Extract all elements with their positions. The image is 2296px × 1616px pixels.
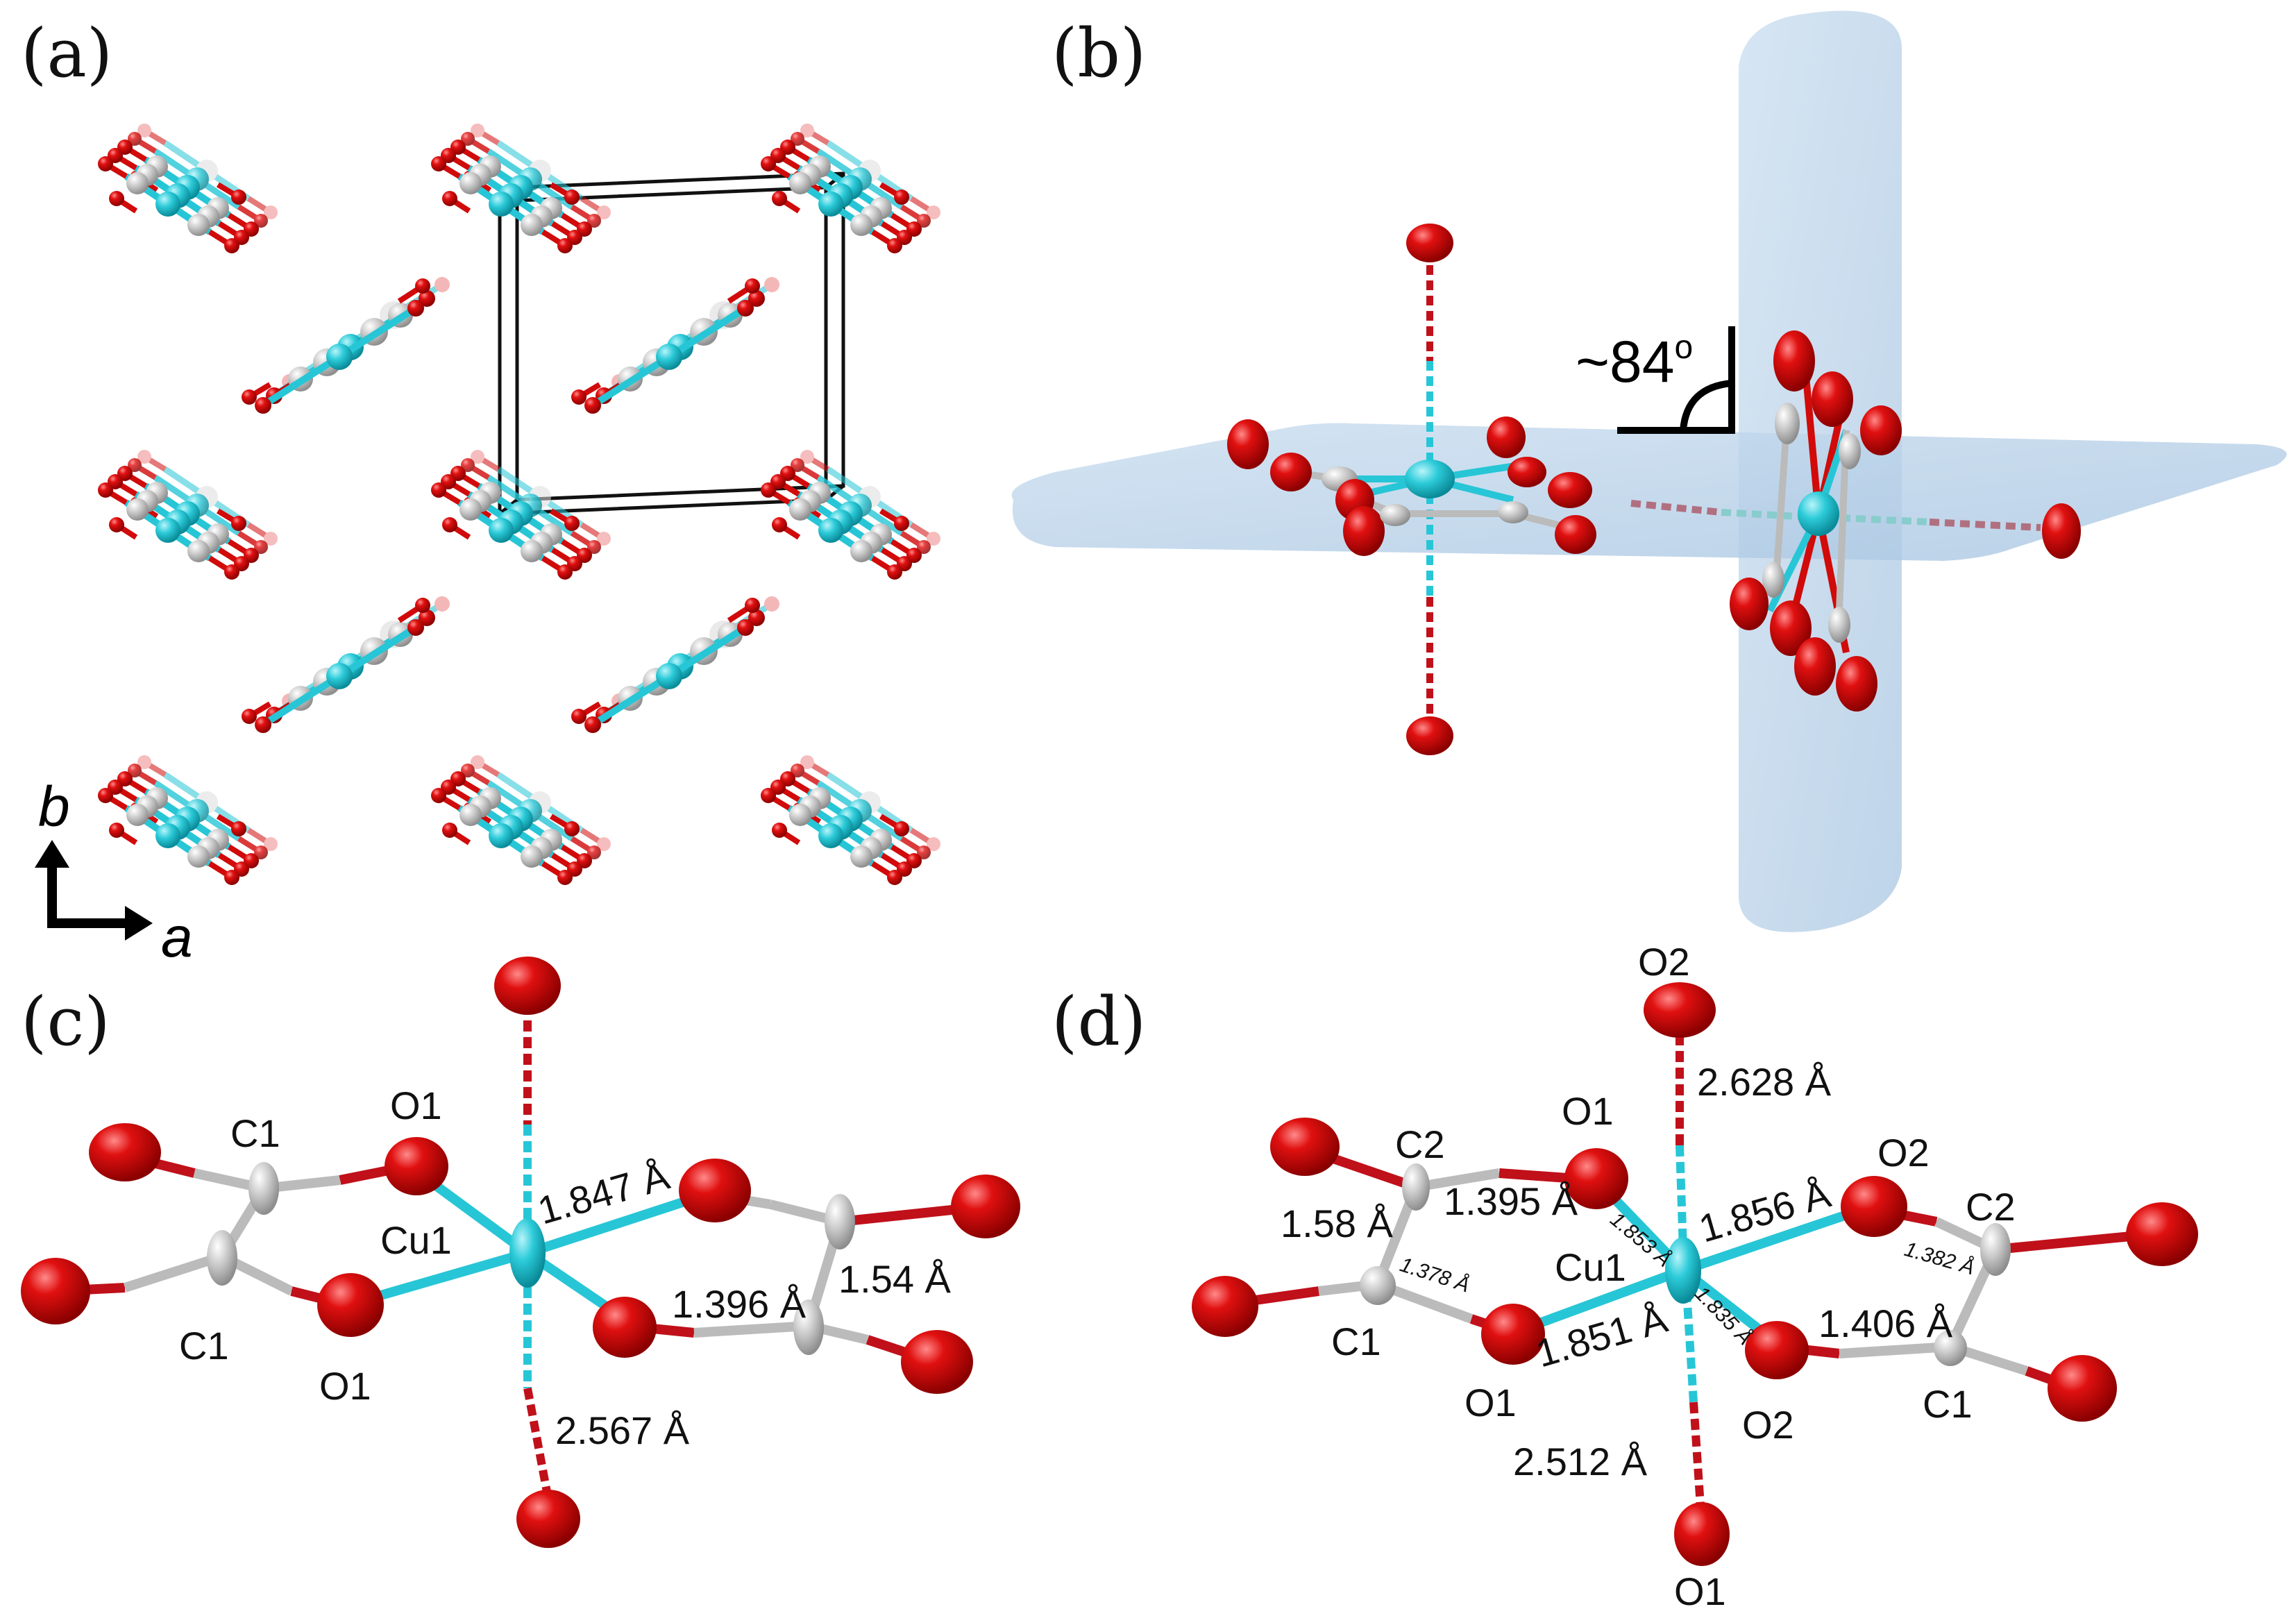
molecule-stack: [571, 596, 779, 733]
atom-label-cu1: Cu1: [1555, 1245, 1626, 1289]
molecule-stack: [431, 450, 611, 580]
molecule-stack: [571, 277, 779, 414]
atom-label-c2: C2: [1966, 1185, 2016, 1229]
panel-c: (c): [21, 957, 1020, 1548]
molecule-stack: [98, 124, 278, 253]
distance-label: 1.395 Å: [1444, 1179, 1578, 1223]
atom-label-c1: C1: [1331, 1320, 1381, 1363]
atom-label-o2: O2: [1742, 1403, 1794, 1447]
molecule-c: [21, 957, 1020, 1548]
molecule-stack: [431, 124, 611, 253]
molecule-stack: [242, 277, 450, 414]
axis-indicator: b a: [35, 775, 193, 969]
distance-label: 1.396 Å: [672, 1282, 807, 1326]
panel-b: (b): [1011, 10, 2287, 932]
molecule-d: [1192, 982, 2198, 1566]
atom-label-o1: O1: [319, 1364, 371, 1408]
atom-label-o2: O2: [1638, 940, 1690, 984]
atom-label-c1: C1: [230, 1111, 280, 1155]
distance-label: 1.847 Å: [533, 1154, 675, 1233]
angle-label: ~84o: [1576, 329, 1693, 394]
right-complex: [1730, 330, 1902, 712]
atom-label-o1: O1: [1464, 1381, 1517, 1424]
atom-label-c2: C2: [1395, 1122, 1445, 1166]
distance-label: 1.851 Å: [1531, 1297, 1673, 1376]
molecule-stack: [761, 450, 940, 580]
atom-label-cu1: Cu1: [380, 1218, 452, 1262]
distance-label: 1.382 Å: [1902, 1238, 1977, 1279]
panel-d-label: (d): [1052, 983, 1146, 1061]
distance-label: 2.512 Å: [1513, 1440, 1648, 1483]
left-complex: [1227, 224, 1596, 755]
molecule-stack: [98, 755, 278, 885]
angle-marker: ~84o: [1576, 326, 1735, 434]
horizontal-plane: [1011, 423, 2287, 561]
panel-b-label: (b): [1052, 15, 1146, 92]
distance-label: 1.406 Å: [1818, 1302, 1953, 1345]
oxygen-atom: [2042, 503, 2081, 559]
atom-label-c1: C1: [1923, 1382, 1973, 1426]
distance-label: 2.628 Å: [1697, 1060, 1832, 1104]
atom-label-o1: O1: [390, 1084, 442, 1127]
atom-label-o2: O2: [1877, 1131, 1930, 1175]
panel-d: (d): [1052, 940, 2198, 1613]
panel-c-label: (c): [21, 983, 110, 1061]
distance-label: 2.567 Å: [555, 1408, 690, 1452]
atom-label-o1: O1: [1674, 1569, 1726, 1613]
molecule-stack: [761, 755, 940, 885]
molecule-stack: [98, 450, 278, 580]
distance-label: 1.58 Å: [1281, 1202, 1394, 1245]
molecule-stack: [242, 596, 450, 733]
panel-a: (a) b a: [21, 15, 940, 969]
distance-label: 1.54 Å: [838, 1257, 952, 1301]
panel-a-label: (a): [21, 15, 112, 92]
molecule-stack: [431, 755, 611, 885]
axis-b-label: b: [38, 775, 70, 839]
atom-label-c1: C1: [179, 1324, 229, 1367]
atom-label-o1: O1: [1562, 1089, 1614, 1133]
axis-a-label: a: [161, 906, 193, 969]
